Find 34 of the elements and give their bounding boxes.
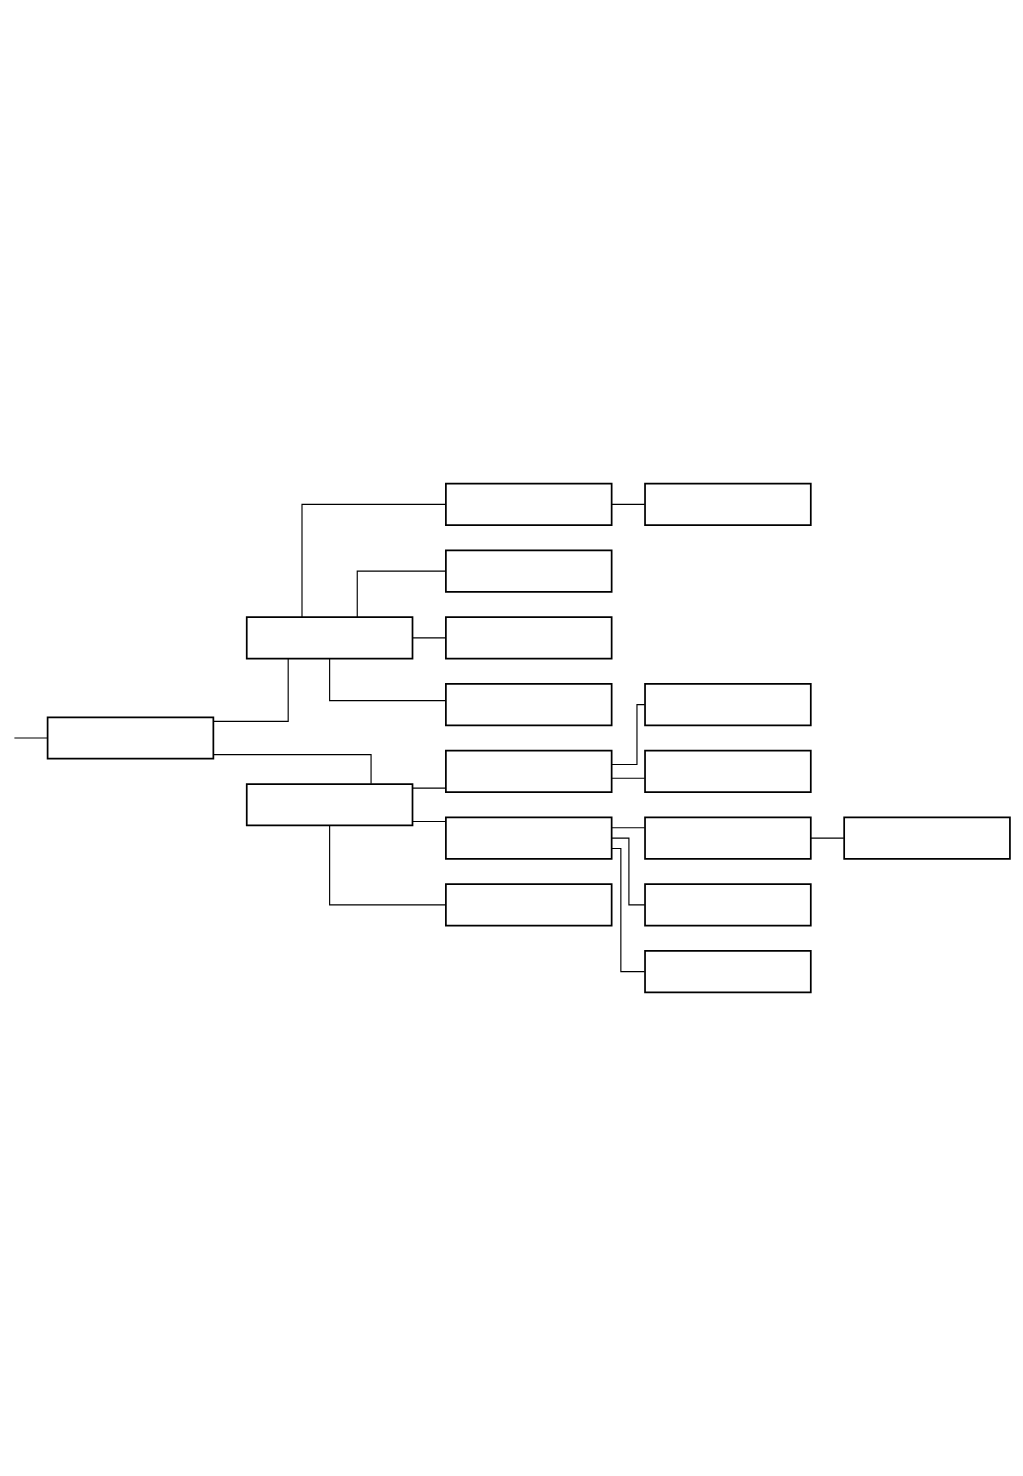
connector bbox=[356, 570, 447, 618]
node-box bbox=[644, 883, 812, 927]
node-box bbox=[445, 549, 613, 593]
node-box bbox=[245, 616, 414, 660]
connector bbox=[329, 658, 447, 702]
connector bbox=[611, 777, 646, 779]
node-box bbox=[445, 482, 613, 526]
connector bbox=[611, 847, 646, 973]
node-box bbox=[46, 716, 215, 760]
node-box bbox=[445, 616, 613, 660]
node-box bbox=[245, 783, 414, 827]
node-box bbox=[445, 683, 613, 727]
connector bbox=[611, 503, 646, 505]
node-box bbox=[644, 816, 812, 860]
connector bbox=[611, 837, 646, 906]
node-box bbox=[644, 482, 812, 526]
connector bbox=[412, 637, 447, 639]
connector bbox=[213, 754, 372, 785]
node-box bbox=[644, 749, 812, 793]
node-box bbox=[843, 816, 1011, 860]
node-box bbox=[445, 816, 613, 860]
connector bbox=[412, 787, 447, 789]
connector bbox=[13, 737, 49, 739]
connector bbox=[412, 820, 447, 823]
node-box bbox=[445, 749, 613, 793]
node-box bbox=[445, 883, 613, 927]
connector bbox=[329, 824, 447, 906]
connector bbox=[810, 837, 845, 839]
connector bbox=[212, 658, 289, 722]
connector bbox=[301, 503, 447, 618]
connector bbox=[611, 704, 646, 766]
connector bbox=[611, 827, 646, 829]
node-box bbox=[644, 683, 812, 727]
node-box bbox=[644, 950, 812, 994]
